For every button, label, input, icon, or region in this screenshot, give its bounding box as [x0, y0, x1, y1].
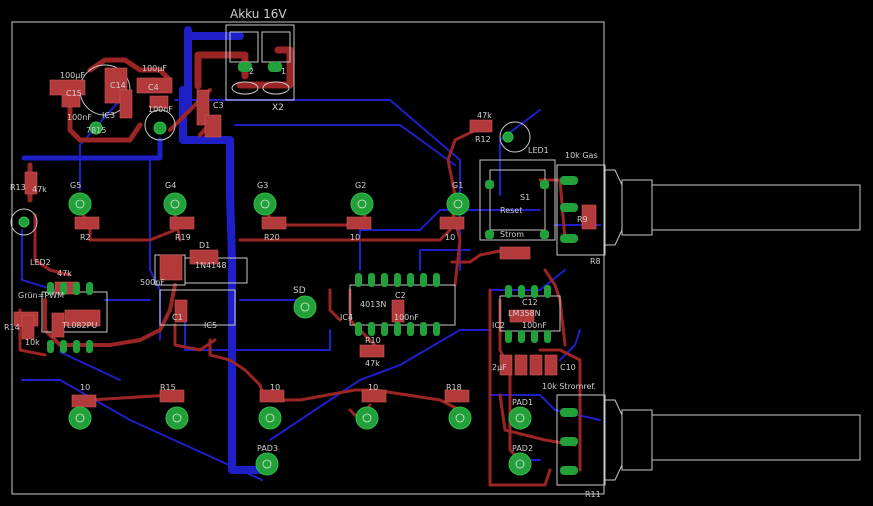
part-label: C1: [172, 313, 183, 322]
part-label: SD: [293, 286, 306, 296]
part-label: 10: [445, 233, 455, 242]
part-label: 7815: [86, 126, 106, 135]
part-label: PAD2: [512, 444, 533, 453]
part-label: R12: [475, 135, 491, 144]
part-label: G2: [355, 181, 366, 190]
part-label: R15: [160, 383, 176, 392]
silkscreen: [10, 24, 861, 486]
part-label: LED2: [30, 258, 51, 267]
part-label: 47k: [365, 359, 380, 368]
part-label: C15: [66, 89, 82, 98]
part-label: R2: [80, 233, 91, 242]
part-label: R18: [446, 383, 462, 392]
part-label: 10k: [25, 338, 40, 347]
part-label: C10: [560, 363, 576, 372]
part-label: R11: [585, 490, 601, 499]
part-label: 100nF: [148, 105, 173, 114]
part-label: R19: [175, 233, 191, 242]
part-label: 1N4148: [195, 261, 226, 270]
part-label: 500nF: [140, 278, 165, 287]
part-label: G4: [165, 181, 176, 190]
part-label: 10: [270, 383, 280, 392]
part-label: R13: [10, 183, 26, 192]
part-label: C4: [148, 83, 159, 92]
part-label: S1: [520, 193, 530, 202]
connector-pin-1: 1: [281, 67, 286, 76]
power-label: Akku 16V: [230, 7, 287, 21]
part-label: 10: [368, 383, 378, 392]
part-label: 2µF: [492, 363, 507, 372]
part-label: C3: [213, 101, 224, 110]
smd-components: [13, 67, 597, 408]
part-label: D1: [199, 241, 210, 250]
dip-pins: [47, 62, 578, 475]
part-label: 100µF: [60, 71, 85, 80]
part-label: R9: [577, 215, 588, 224]
part-label: 47k: [32, 185, 47, 194]
part-label: 100nF: [67, 113, 92, 122]
part-label: IC4: [340, 313, 353, 322]
part-label: 10k Gas: [565, 151, 598, 160]
part-label: 100nF: [394, 313, 419, 322]
part-label: LED1: [528, 146, 549, 155]
part-label: 100nF: [522, 321, 547, 330]
part-label: Strom: [500, 230, 524, 239]
board-outline: [11, 21, 605, 495]
part-label: C14: [110, 81, 126, 90]
part-label: R10: [365, 336, 381, 345]
part-label: 4013N: [360, 300, 386, 309]
part-label: Grün=PWM: [18, 291, 64, 300]
large-pads: [18, 121, 532, 476]
connector-pin-2: 2: [249, 67, 254, 76]
part-label: 10: [80, 383, 90, 392]
labels: Akku 16V X2 2 1 100µF 100µF C15 C14 C4 1…: [4, 7, 601, 499]
part-label: IC5: [204, 321, 217, 330]
part-label: R8: [590, 257, 601, 266]
part-label: TL082PU: [61, 321, 97, 330]
part-label: 47k: [477, 111, 492, 120]
part-label: R20: [264, 233, 280, 242]
part-label: C12: [522, 298, 538, 307]
part-label: IC3: [102, 111, 115, 120]
part-label: PAD3: [257, 444, 278, 453]
part-label: C2: [395, 291, 406, 300]
part-label: G5: [70, 181, 81, 190]
part-label: Reset: [500, 206, 522, 215]
part-label: G1: [452, 181, 463, 190]
part-label: 10k Stromref.: [542, 382, 596, 391]
part-label: G3: [257, 181, 268, 190]
part-label: PAD1: [512, 398, 533, 407]
part-label: IC2: [492, 321, 505, 330]
part-label: LM358N: [508, 309, 541, 318]
part-label: R14: [4, 323, 20, 332]
part-label: 47k: [57, 269, 72, 278]
connector-label: X2: [272, 103, 284, 113]
part-label: 100µF: [142, 64, 167, 73]
part-label: 10: [350, 233, 360, 242]
